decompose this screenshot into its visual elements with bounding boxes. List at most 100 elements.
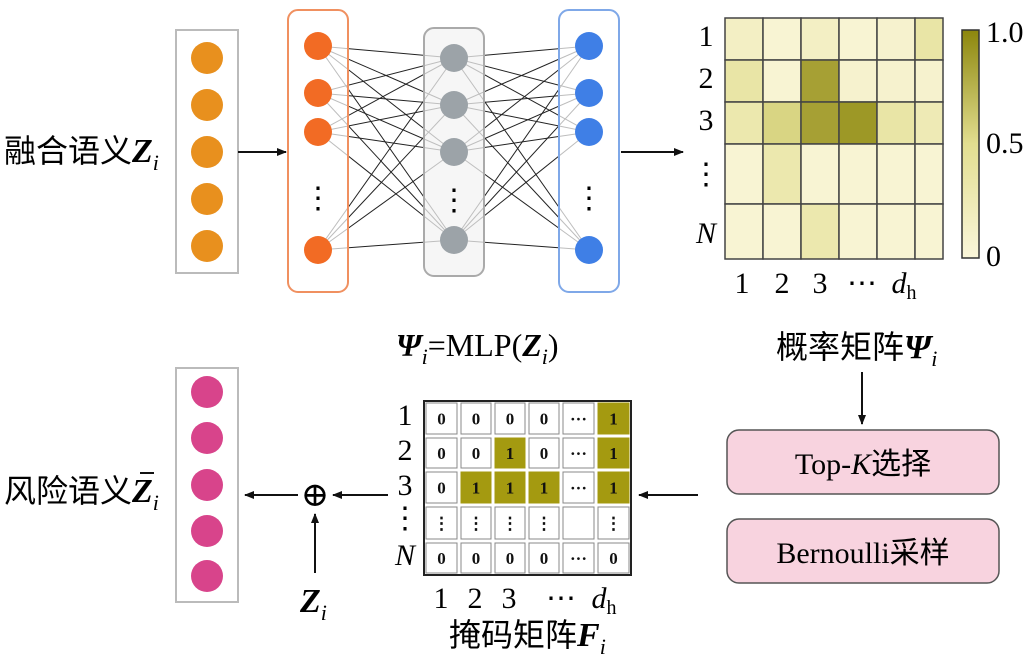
mask-row-label: 3 — [398, 469, 413, 502]
mask-col-label: 1 — [434, 582, 449, 615]
mask-cell — [494, 437, 526, 469]
mask-row-label: 1 — [398, 399, 413, 432]
risk-node — [191, 515, 223, 547]
mask-cell — [528, 402, 560, 435]
mask-cell-value: ⋮ — [605, 514, 622, 533]
mask-cell-value: 0 — [540, 410, 549, 429]
prob-cell — [724, 143, 764, 205]
mask-cell — [562, 437, 595, 469]
fusion-semantic-label: 融合语义Zi — [4, 133, 159, 175]
colorbar: 1.0 0.5 0 — [961, 16, 1024, 273]
prob-col-label: dh — [892, 267, 917, 304]
mask-cell — [425, 437, 458, 469]
mask-cell — [494, 402, 526, 435]
mask-frame — [423, 400, 632, 576]
prob-cell — [762, 17, 802, 61]
prob-cell — [914, 203, 944, 260]
mlp-hidden-node — [440, 91, 468, 119]
mask-cell-value: ⋮ — [502, 514, 519, 533]
mask-cell — [528, 437, 560, 469]
prob-cell — [838, 17, 878, 61]
mask-cell-value: 1 — [472, 479, 481, 498]
mask-cell — [460, 542, 492, 574]
mask-cell-value: ··· — [570, 549, 587, 568]
mlp-input-node — [304, 79, 332, 107]
mask-row-label: N — [394, 539, 417, 572]
mlp-output-node — [575, 118, 603, 146]
mask-cell — [597, 402, 630, 435]
mask-cell-value: 1 — [609, 444, 618, 463]
mask-row-label: ⋮ — [390, 502, 420, 535]
topk-box — [726, 429, 1000, 495]
mask-cell-value: 1 — [506, 444, 515, 463]
mask-cell — [562, 471, 595, 504]
prob-cell — [914, 59, 944, 103]
colorbar-gradient — [961, 29, 980, 259]
mask-cell-value: 0 — [540, 444, 549, 463]
prob-cell — [914, 143, 944, 205]
mask-col-label: dh — [592, 582, 617, 619]
mask-cell-value: 1 — [506, 479, 515, 498]
mask-cell — [528, 471, 560, 504]
mask-cell — [425, 542, 458, 574]
mask-cell-value: 0 — [472, 410, 481, 429]
prob-cell — [724, 59, 764, 103]
mask-cell-value: 1 — [609, 479, 618, 498]
mask-cell — [597, 471, 630, 504]
bernoulli-box — [726, 518, 1000, 584]
prob-cell — [724, 101, 764, 145]
mask-cell — [460, 402, 492, 435]
mlp-input-layer-box — [287, 9, 349, 293]
mask-cell — [528, 506, 560, 540]
mask-cell-value: 1 — [609, 410, 618, 429]
input-node — [191, 136, 223, 168]
mask-cell-value: 0 — [472, 444, 481, 463]
prob-cell — [838, 59, 878, 103]
prob-cell — [800, 143, 840, 205]
prob-cell — [724, 203, 764, 260]
mask-cell — [494, 506, 526, 540]
prob-cell — [800, 59, 840, 103]
prob-col-label: 1 — [735, 267, 750, 300]
mask-cell — [597, 506, 630, 540]
colorbar-max-label: 1.0 — [986, 16, 1024, 49]
prob-cell — [876, 143, 916, 205]
input-node — [191, 183, 223, 215]
colorbar-min-label: 0 — [986, 240, 1001, 273]
mask-cell — [597, 542, 630, 574]
mask-cell — [562, 402, 595, 435]
prob-row-label: ⋮ — [691, 158, 721, 191]
mlp-output-node — [575, 79, 603, 107]
mask-cell — [460, 437, 492, 469]
layer-ellipsis: ⋮ — [303, 182, 333, 215]
mlp-input-node — [304, 236, 332, 264]
mlp-output-node — [575, 32, 603, 60]
mask-cell — [460, 506, 492, 540]
prob-cell — [914, 17, 944, 61]
risk-node — [191, 376, 223, 408]
prob-cell — [838, 101, 878, 145]
mlp-hidden-node — [440, 226, 468, 254]
prob-cell — [876, 17, 916, 61]
mask-cell-value: 0 — [609, 549, 618, 568]
mask-cell — [562, 506, 595, 540]
prob-cell — [838, 203, 878, 260]
prob-cell — [914, 101, 944, 145]
oplus-symbol: ⊕ — [301, 477, 330, 514]
layer-ellipsis: ⋮ — [439, 184, 469, 217]
prob-matrix-caption: 概率矩阵Ψi — [776, 329, 937, 371]
mask-cell — [494, 471, 526, 504]
probability-matrix — [724, 17, 944, 260]
input-node — [191, 89, 223, 121]
mask-cell-value: ··· — [570, 444, 587, 463]
prob-col-label: 2 — [775, 267, 790, 300]
mask-cell-value: 0 — [437, 479, 446, 498]
prob-cell — [762, 203, 802, 260]
risk-node — [191, 560, 223, 592]
mlp-equation: Ψi=MLP(Zi) — [396, 327, 559, 369]
input-node — [191, 42, 223, 74]
prob-cell — [800, 17, 840, 61]
mask-cell — [425, 402, 458, 435]
prob-cell — [876, 203, 916, 260]
